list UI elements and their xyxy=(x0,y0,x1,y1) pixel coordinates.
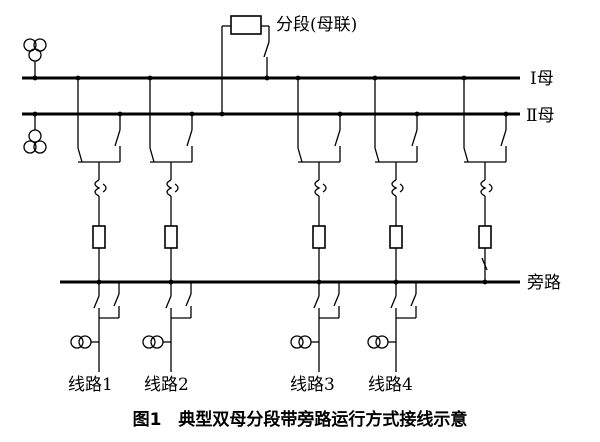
feeder-bay xyxy=(142,75,195,372)
feeder-bay xyxy=(290,75,343,372)
feeder-bay xyxy=(367,75,420,372)
feeder-bay xyxy=(461,75,509,285)
figure-caption: 图1 典型双母分段带旁路运行方式接线示意 xyxy=(133,409,468,430)
feeder-2-label: 线路2 xyxy=(144,375,189,395)
transformer-bus-2 xyxy=(23,111,47,154)
bus-2-label: Ⅱ母 xyxy=(526,106,555,126)
feeder-3-label: 线路3 xyxy=(290,375,335,395)
coupler-label: 分段(母联) xyxy=(276,15,357,35)
feeder-bay xyxy=(70,75,123,372)
bus-1-label: Ⅰ母 xyxy=(530,69,554,89)
bypass-bus-label: 旁路 xyxy=(527,273,561,293)
feeder-bays xyxy=(70,75,509,372)
bus-coupler xyxy=(219,15,270,117)
feeder-4-label: 线路4 xyxy=(368,375,413,395)
transformer-bus-1 xyxy=(23,38,47,81)
busbars xyxy=(22,76,520,284)
feeder-1-label: 线路1 xyxy=(68,375,113,395)
